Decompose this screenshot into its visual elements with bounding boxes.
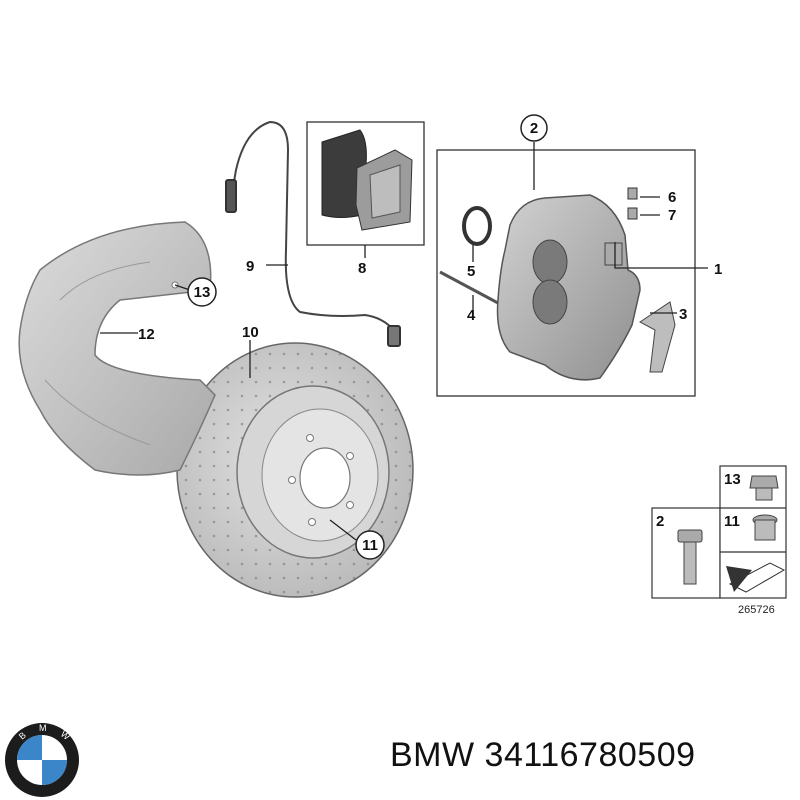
svg-text:13: 13 [724, 471, 741, 488]
svg-text:B: B [17, 730, 28, 742]
callout-4: 4 [467, 307, 476, 324]
caliper-assembly [436, 149, 696, 397]
callout-10: 10 [242, 324, 259, 341]
callout-13: 13 [187, 277, 217, 307]
callout-2: 2 [520, 114, 548, 142]
svg-text:12: 12 [138, 326, 155, 343]
svg-text:5: 5 [467, 263, 475, 280]
callout-7: 7 [668, 207, 676, 224]
svg-text:8: 8 [358, 260, 366, 277]
callout-5: 5 [467, 263, 475, 280]
svg-text:4: 4 [467, 307, 476, 324]
svg-text:2: 2 [530, 120, 538, 137]
callout-11: 11 [355, 530, 385, 560]
svg-text:10: 10 [242, 324, 259, 341]
fastener-inset: 2 13 11 [651, 465, 787, 599]
brake-wear-sensor [225, 120, 401, 347]
brake-disc [176, 342, 414, 598]
svg-text:3: 3 [679, 306, 687, 323]
callout-6: 6 [668, 189, 676, 206]
svg-text:11: 11 [362, 537, 378, 554]
callout-1: 1 [714, 261, 722, 278]
svg-text:2: 2 [656, 513, 664, 530]
callout-3: 3 [679, 306, 687, 323]
brake-pad-set [306, 121, 425, 246]
leader-lines [100, 142, 708, 541]
svg-text:9: 9 [246, 258, 254, 275]
svg-text:6: 6 [668, 189, 676, 206]
callout-8: 8 [358, 260, 366, 277]
callout-9: 9 [246, 258, 254, 275]
svg-text:7: 7 [668, 207, 676, 224]
svg-text:13: 13 [194, 284, 211, 301]
part-number-title: BMW 34116780509 [390, 736, 696, 774]
bmw-logo: B M W [5, 723, 79, 797]
svg-text:M: M [39, 723, 47, 733]
svg-text:11: 11 [724, 513, 740, 530]
drawing-number: 265726 [738, 604, 775, 616]
svg-text:1: 1 [714, 261, 722, 278]
callout-12: 12 [138, 326, 155, 343]
brake-splash-shield [18, 221, 216, 476]
